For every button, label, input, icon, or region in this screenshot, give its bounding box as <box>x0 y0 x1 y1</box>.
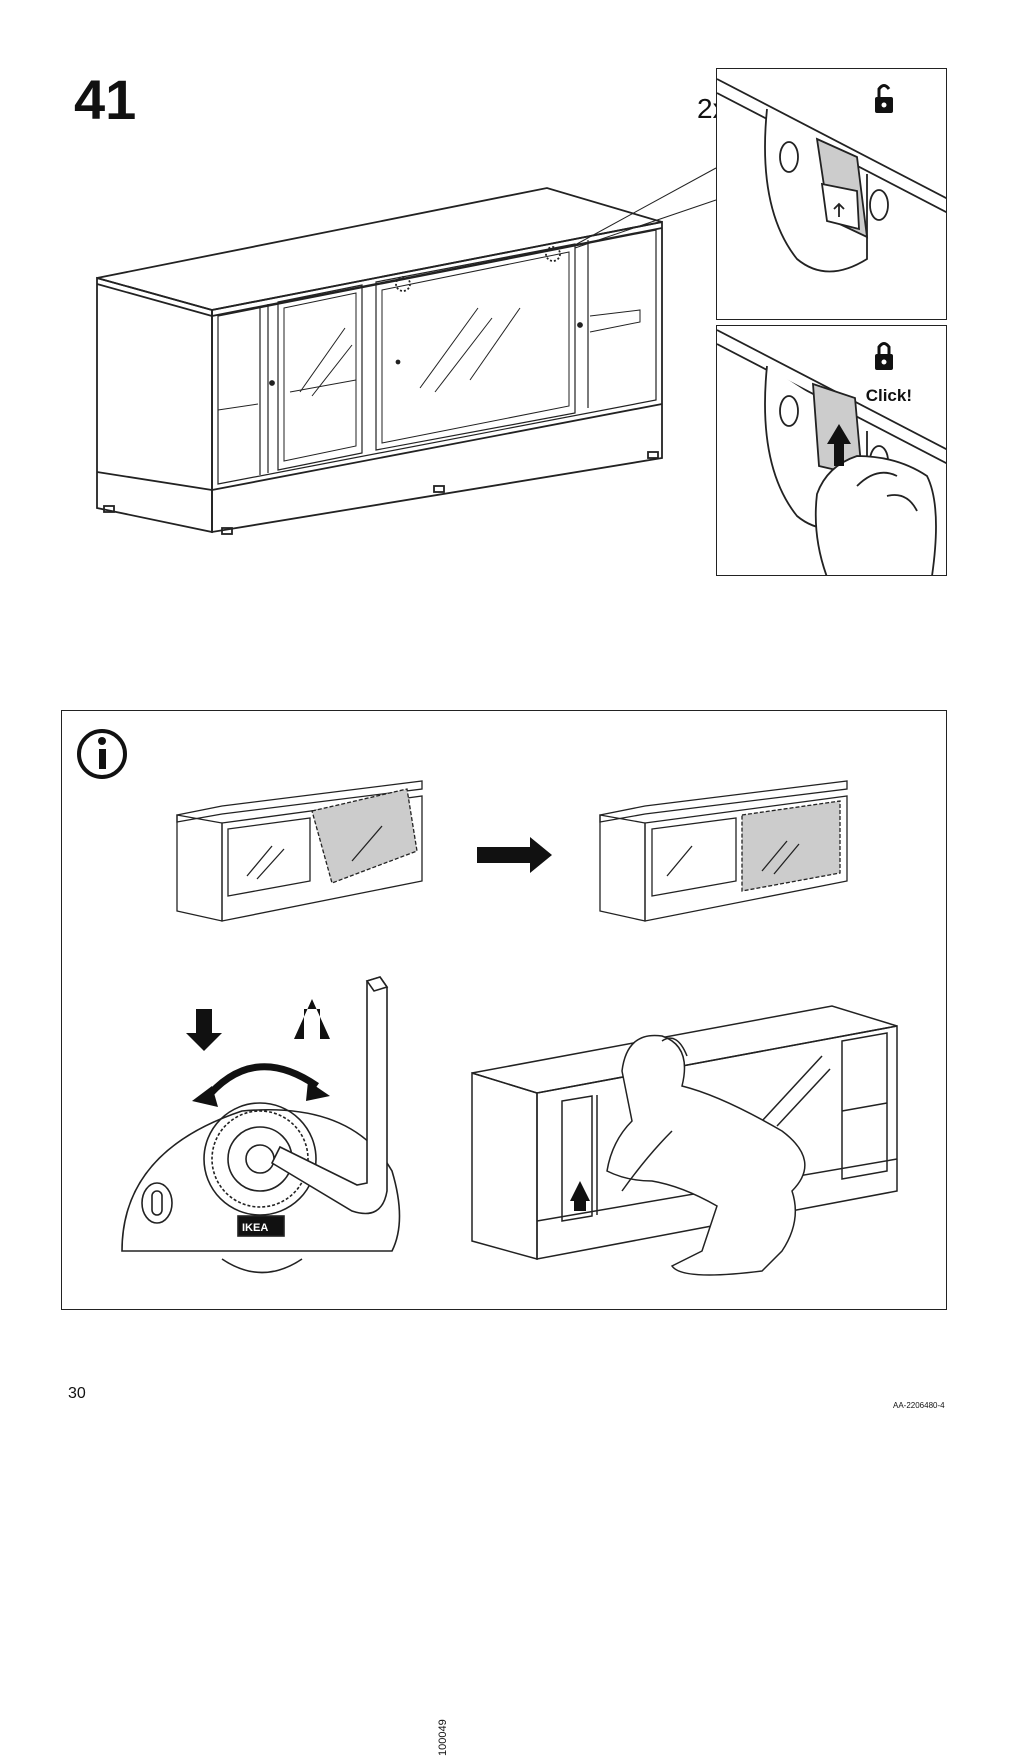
step-number: 41 <box>74 68 137 131</box>
rotate-arrows-icon <box>192 1063 330 1107</box>
document-code: AA-2206480-4 <box>893 1401 945 1410</box>
detail-panel-unlocked <box>716 68 947 320</box>
right-arrow-icon <box>477 837 552 873</box>
tv-bench-illustration <box>96 167 717 535</box>
info-box: IKEA 100049 <box>61 710 947 1756</box>
detail-panel-locked: Click! <box>716 325 947 576</box>
up-arrow-icon <box>827 424 851 466</box>
locked-padlock-icon <box>875 342 893 370</box>
ikea-logo: IKEA <box>242 1222 268 1234</box>
unlocked-padlock-icon <box>875 84 893 113</box>
info-icon <box>77 729 127 779</box>
click-label: Click! <box>865 386 912 405</box>
up-arrow-icon <box>570 1181 590 1211</box>
down-arrow-icon <box>186 1009 222 1051</box>
page-number: 30 <box>68 1385 86 1402</box>
up-arrow-icon <box>294 999 330 1039</box>
part-number: 100049 <box>437 1719 449 1756</box>
